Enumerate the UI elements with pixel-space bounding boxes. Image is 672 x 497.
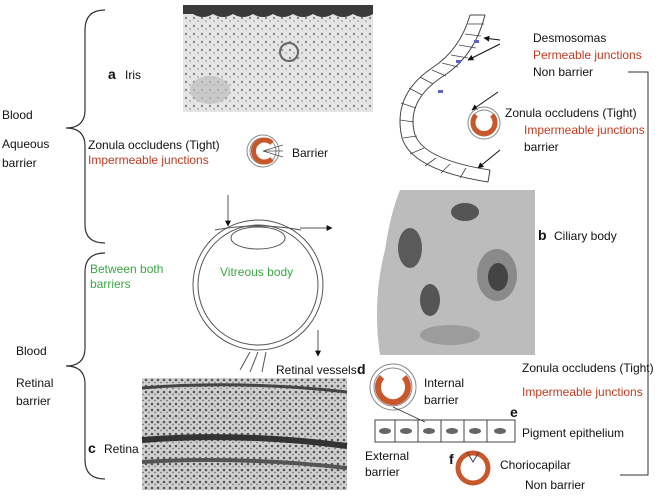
panel-f-letter: f <box>449 451 454 467</box>
retinal-barrier-label: barrier <box>16 394 51 408</box>
panel-a-letter: a <box>108 66 116 82</box>
desmosomas-label: Desmosomas <box>533 31 607 45</box>
aqueous-brace <box>65 9 106 244</box>
ciliary-micrograph <box>376 190 535 355</box>
right-bracket <box>620 71 649 476</box>
barrier-junction-icon <box>246 134 284 168</box>
between-label-1: Between both <box>90 262 164 276</box>
desmosome-marks <box>438 40 479 93</box>
barrier-label-top-right: barrier <box>524 140 559 154</box>
permeable-label: Permeable junctions <box>533 48 642 62</box>
choriocapilar-label: Choriocapilar <box>500 458 571 472</box>
external-barrier-label: barrier <box>365 465 400 479</box>
pigment-epithelium-band <box>374 419 516 443</box>
choriocapilar-icon <box>455 450 491 486</box>
external-label: External <box>365 449 410 463</box>
barrier-label-middle: Barrier <box>292 146 329 160</box>
retina-label: Retina <box>104 442 139 456</box>
arc-arrows <box>467 35 501 169</box>
retinal-brace <box>65 252 106 480</box>
zonula-label-top-right: Zonula occludens (Tight) <box>505 106 637 120</box>
blood-label-bottom: Blood <box>16 344 47 358</box>
internal-barrier-icon <box>369 363 417 411</box>
eye-schematic <box>192 195 333 373</box>
retina-micrograph <box>141 378 348 490</box>
panel-c-letter: c <box>88 440 96 456</box>
zonula-label-bottom: Zonula occludens (Tight) <box>522 361 654 375</box>
vitreous-label: Vitreous body <box>220 265 294 279</box>
ciliary-body-label: Ciliary body <box>554 229 617 243</box>
non-barrier-label-top: Non barrier <box>533 65 594 79</box>
zonula-label-middle: Zonula occludens (Tight) <box>88 138 220 152</box>
epithelial-cells <box>399 23 484 179</box>
impermeable-label-middle: Impermeable junctions <box>88 153 209 167</box>
non-barrier-label-bottom: Non barrier <box>525 478 586 492</box>
blood-label-top: Blood <box>2 108 33 122</box>
internal-label: Internal <box>424 376 465 390</box>
panel-b-letter: b <box>538 227 547 243</box>
panel-d-letter: d <box>357 361 366 377</box>
internal-barrier-label: barrier <box>424 393 459 407</box>
between-label-2: barriers <box>90 277 131 291</box>
retinal-vessels-label: Retinal vessels <box>276 363 357 377</box>
panel-e-letter: e <box>510 404 518 420</box>
aqueous-barrier-label: barrier <box>2 156 37 170</box>
retinal-label: Retinal <box>16 376 54 390</box>
iris-micrograph <box>183 5 373 112</box>
epithelial-arc <box>399 14 491 183</box>
aqueous-label: Aqueous <box>2 137 50 151</box>
pigment-epithelium-label: Pigment epithelium <box>522 426 625 440</box>
impermeable-label-bottom: Impermeable junctions <box>522 385 643 399</box>
iris-label: Iris <box>125 68 141 82</box>
impermeable-label-top-right: Impermeable junctions <box>524 123 645 137</box>
right-top-junction-icon <box>467 106 501 140</box>
